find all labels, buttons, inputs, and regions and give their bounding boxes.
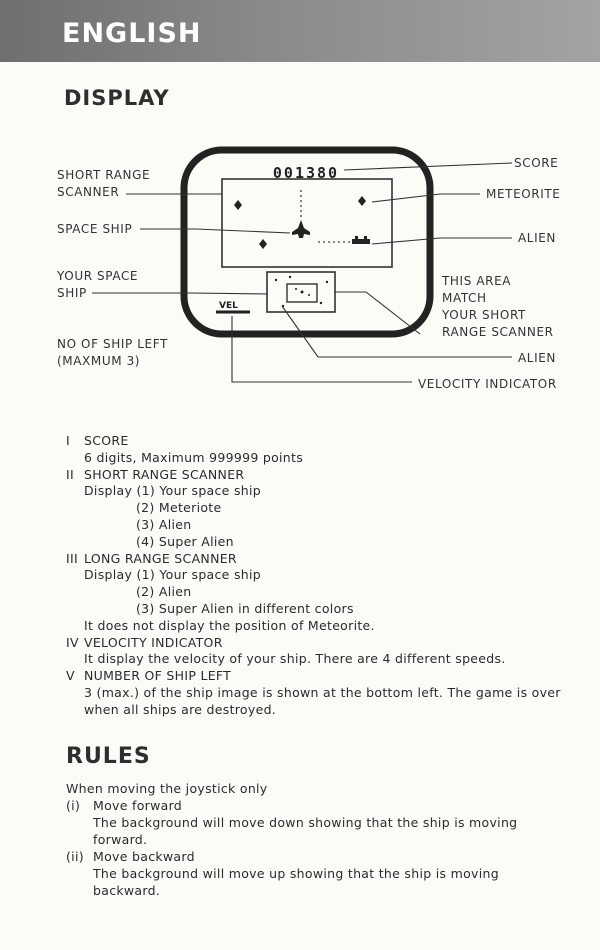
language-heading: ENGLISH bbox=[62, 18, 202, 49]
list-item: (ii)Move backward bbox=[66, 849, 195, 864]
label-alien: ALIEN bbox=[518, 231, 556, 245]
score-readout: 001380 bbox=[273, 164, 339, 182]
label-velocity-indicator: VELOCITY INDICATOR bbox=[418, 377, 557, 391]
rules-list: When moving the joystick only (i)Move fo… bbox=[66, 780, 556, 899]
device-outline bbox=[180, 146, 434, 338]
label-no-of-ship-left: NO OF SHIP LEFT (MAXMUM 3) bbox=[57, 337, 168, 368]
label-this-area: THIS AREA MATCH YOUR SHORT RANGE SCANNER bbox=[442, 274, 554, 339]
meteorite-icon bbox=[234, 196, 366, 249]
header-band: ENGLISH bbox=[0, 0, 600, 62]
label-score: SCORE bbox=[514, 156, 559, 170]
label-your-space-ship: YOUR SPACE SHIP bbox=[57, 269, 139, 300]
label-space-ship: SPACE SHIP bbox=[57, 222, 133, 236]
label-meteorite: METEORITE bbox=[486, 187, 561, 201]
vel-label: VEL bbox=[219, 301, 238, 311]
short-range-scanner-screen bbox=[221, 178, 393, 268]
list-item: (i)Move forward bbox=[66, 798, 183, 813]
display-section-title: DISPLAY bbox=[64, 86, 170, 110]
display-diagram: 001380 VEL bbox=[92, 146, 513, 383]
label-short-range-scanner: SHORT RANGE SCANNER bbox=[57, 168, 151, 199]
alien-icon bbox=[352, 236, 370, 244]
rules-section-title: RULES bbox=[66, 744, 151, 769]
rules-intro: When moving the joystick only bbox=[66, 781, 268, 796]
label-alien-2: ALIEN bbox=[518, 351, 556, 365]
space-ship-icon bbox=[292, 220, 310, 238]
